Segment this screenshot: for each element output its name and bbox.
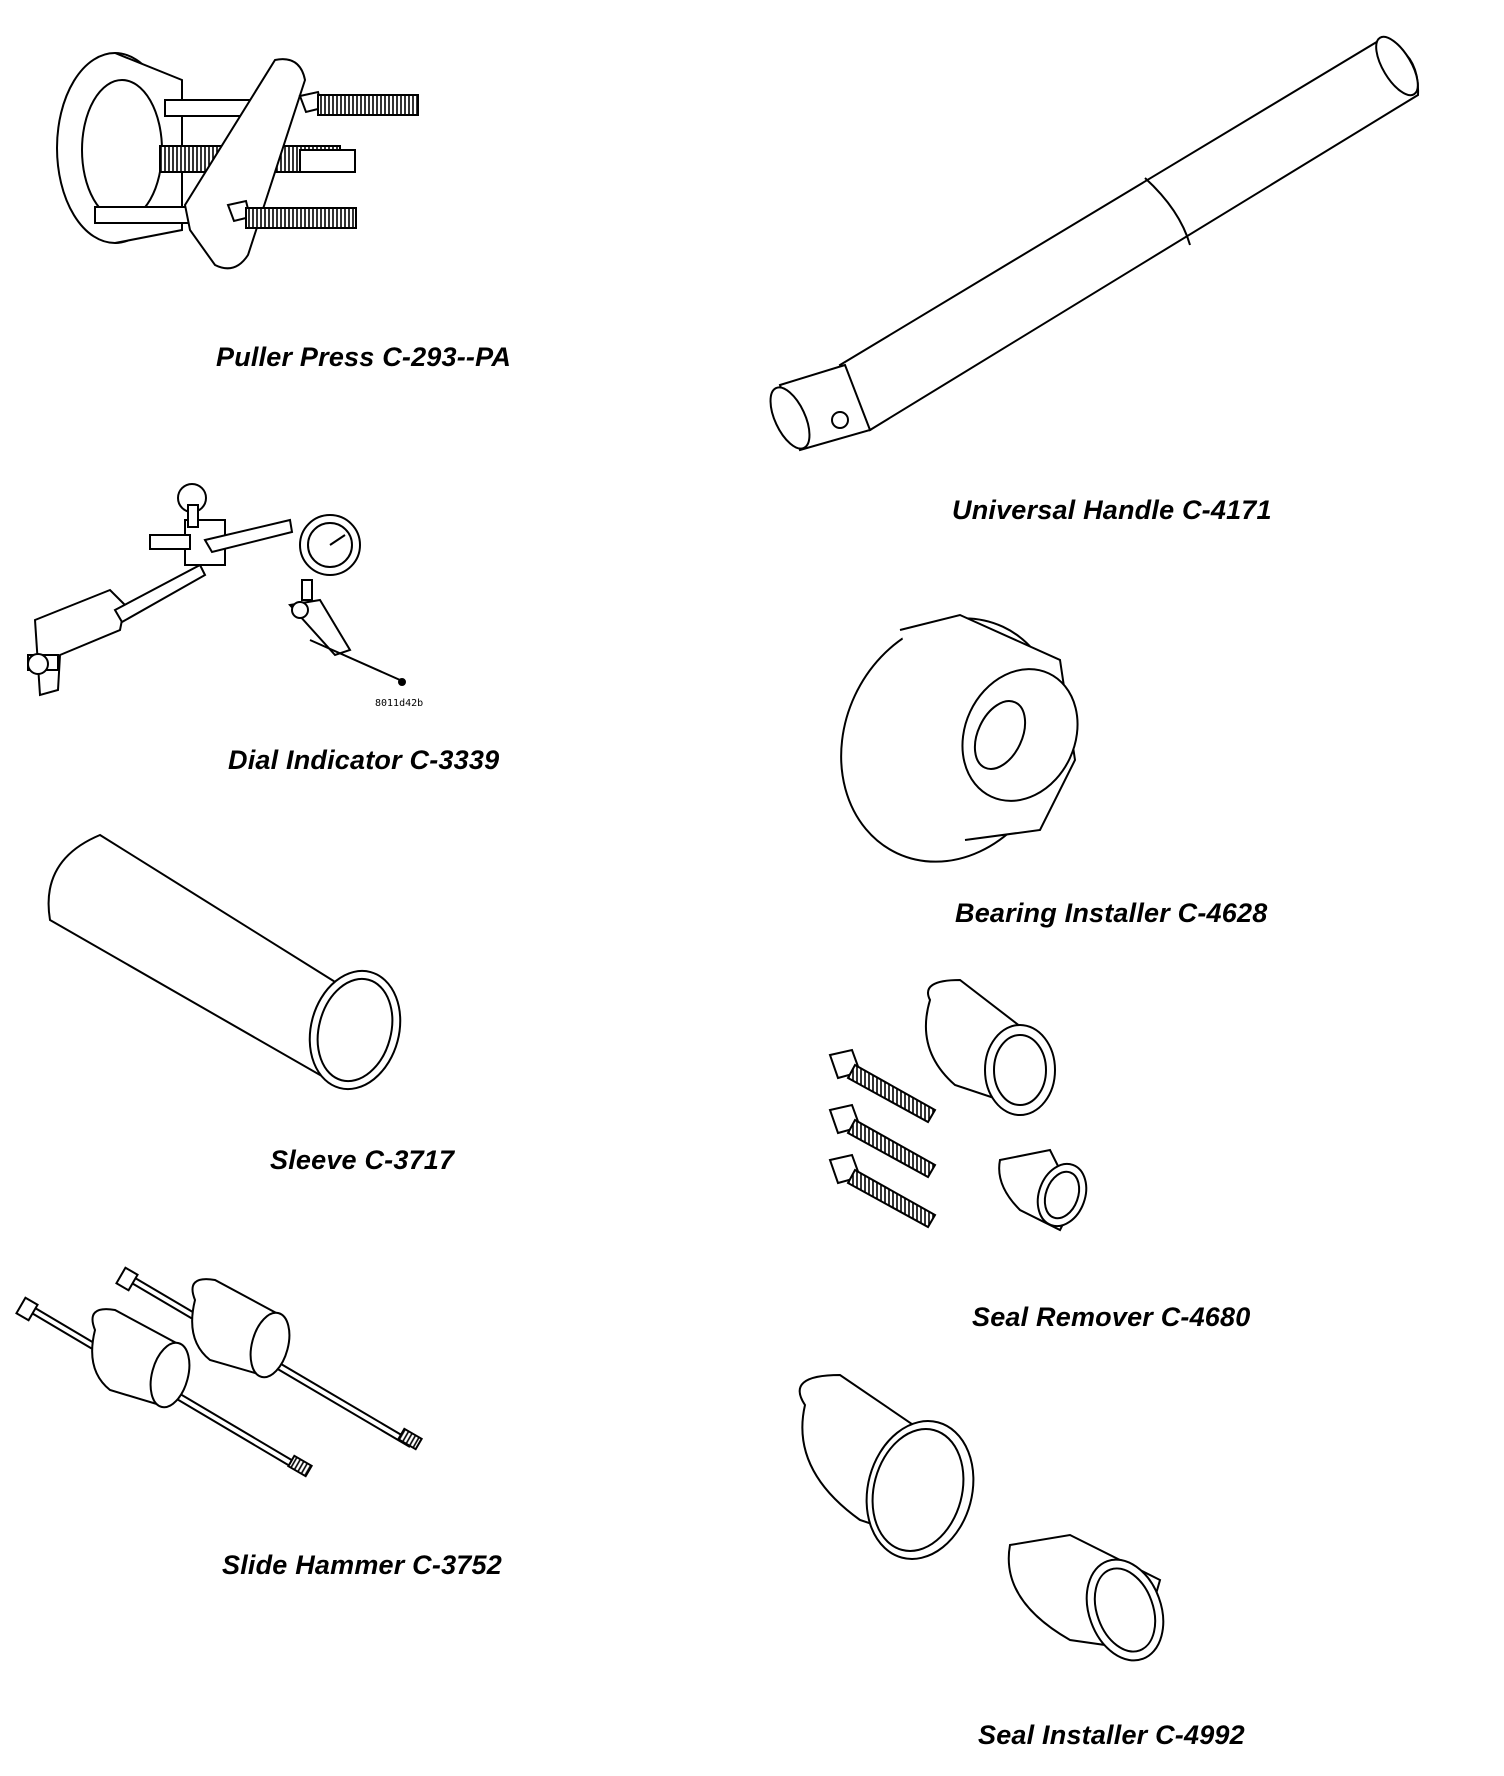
seal-installer-label: Seal Installer C-4992	[978, 1720, 1245, 1750]
dial-indicator-drawing	[28, 484, 405, 695]
puller-press-label: Puller Press C-293--PA	[216, 342, 512, 372]
puller-press-drawing	[57, 53, 418, 268]
bearing-installer-label: Bearing Installer C-4628	[955, 898, 1268, 928]
seal-remover-drawing	[830, 980, 1095, 1233]
bearing-installer-drawing	[802, 582, 1099, 897]
sleeve-drawing	[49, 835, 413, 1099]
sleeve-label: Sleeve C-3717	[270, 1145, 455, 1175]
seal-remover-label: Seal Remover C-4680	[972, 1302, 1251, 1332]
figure-code: 8011d42b	[375, 698, 423, 709]
universal-handle-drawing	[762, 31, 1426, 455]
universal-handle-label: Universal Handle C-4171	[952, 495, 1272, 525]
dial-indicator-label: Dial Indicator C-3339	[228, 745, 500, 775]
seal-installer-drawing	[800, 1375, 1177, 1671]
slide-hammer-drawing	[16, 1268, 421, 1476]
slide-hammer-label: Slide Hammer C-3752	[222, 1550, 502, 1580]
